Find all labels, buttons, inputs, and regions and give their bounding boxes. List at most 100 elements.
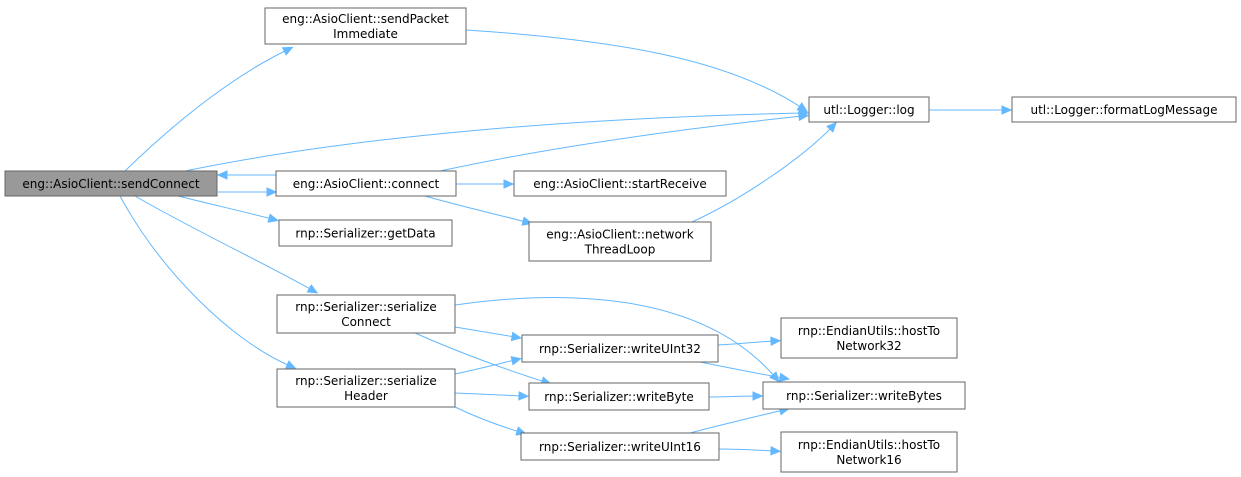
edge-line (718, 448, 775, 452)
call-graph-edges (119, 29, 1013, 456)
node-box (762, 381, 966, 410)
edge-send-packet-immediate-to-log (465, 29, 809, 112)
node-get-data[interactable]: rnp::Serializer::getData (278, 219, 453, 247)
node-label: Connect (341, 315, 391, 329)
edge-line (689, 409, 784, 434)
edge-line (124, 49, 288, 172)
edge-write-uint32-to-host-to-network32 (717, 336, 782, 346)
edge-line (177, 195, 273, 220)
arrowhead-icon (826, 121, 838, 133)
edge-line (691, 126, 833, 223)
node-label: Immediate (333, 27, 398, 41)
edge-serialize-connect-to-write-uint32 (454, 326, 523, 342)
node-box (521, 334, 719, 363)
edge-write-uint16-to-write-bytes (689, 406, 790, 434)
edge-line (454, 326, 516, 338)
edge-log-to-format-log-message (929, 105, 1013, 115)
node-label: rnp::Serializer::writeUInt16 (539, 440, 701, 454)
node-label: rnp::Serializer::serialize (295, 374, 436, 388)
edge-line (424, 195, 527, 223)
node-label: Network32 (836, 339, 901, 353)
edge-send-connect-to-send-packet-immediate (124, 46, 294, 172)
node-label: Header (344, 389, 388, 403)
node-box (528, 221, 712, 262)
arrowhead-icon (306, 284, 319, 294)
arrowhead-icon (267, 213, 279, 223)
edge-serialize-header-to-write-uint16 (454, 406, 527, 436)
node-box (1011, 96, 1237, 123)
edge-line (699, 361, 784, 379)
node-box (278, 219, 453, 247)
arrowhead-icon (216, 170, 228, 180)
node-label: eng::AsioClient::sendPacket (282, 12, 449, 26)
node-log[interactable]: utl::Logger::log (808, 96, 930, 123)
node-label: ThreadLoop (584, 243, 656, 257)
node-label: rnp::Serializer::writeBytes (786, 389, 942, 403)
edge-line (717, 340, 775, 346)
edge-network-thread-loop-to-log (691, 121, 838, 223)
node-box (276, 294, 456, 334)
node-label: utl::Logger::log (823, 103, 914, 117)
arrowhead-icon (510, 331, 523, 342)
edge-send-connect-to-serialize-header (119, 195, 297, 370)
edge-line (454, 406, 521, 433)
arrowhead-icon (266, 187, 278, 197)
arrowhead-icon (770, 336, 782, 346)
edge-line (414, 332, 546, 383)
node-box (780, 431, 958, 473)
arrowhead-icon (518, 391, 530, 401)
node-label: rnp::Serializer::serialize (295, 300, 436, 314)
node-label: eng::AsioClient::network (546, 228, 693, 242)
edge-line (465, 29, 803, 109)
edge-connect-to-log (439, 111, 810, 172)
node-label: rnp::Serializer::writeByte (544, 390, 693, 404)
node-box (513, 170, 727, 197)
node-box (808, 96, 930, 123)
node-write-bytes[interactable]: rnp::Serializer::writeBytes (762, 381, 966, 410)
arrowhead-icon (770, 446, 782, 456)
edge-line (454, 359, 516, 375)
node-write-byte[interactable]: rnp::Serializer::writeByte (528, 382, 710, 411)
node-label: Network16 (836, 453, 901, 467)
edge-serialize-header-to-write-byte (454, 391, 530, 401)
edge-send-connect-to-connect (218, 187, 278, 197)
node-label: rnp::EndianUtils::hostTo (798, 438, 940, 452)
node-box (780, 317, 958, 359)
edge-line (119, 195, 291, 367)
node-label: rnp::Serializer::getData (295, 227, 435, 241)
node-send-connect[interactable]: eng::AsioClient::sendConnect (4, 170, 218, 197)
node-label: eng::AsioClient::connect (293, 177, 440, 191)
node-label: rnp::EndianUtils::hostTo (798, 324, 940, 338)
node-label: eng::AsioClient::startReceive (533, 177, 707, 191)
arrowhead-icon (798, 111, 810, 122)
edge-send-connect-to-log (184, 108, 810, 172)
edge-send-connect-to-serialize-connect (134, 195, 319, 294)
arrowhead-icon (1001, 105, 1013, 115)
arrowhead-icon (503, 179, 515, 189)
arrowhead-icon (281, 46, 294, 56)
arrowhead-icon (778, 372, 791, 383)
node-connect[interactable]: eng::AsioClient::connect (275, 170, 457, 197)
node-box (275, 170, 457, 197)
edge-line (708, 395, 757, 398)
edge-write-uint32-to-write-bytes (699, 361, 791, 383)
call-graph-nodes: eng::AsioClient::sendConnecteng::AsioCli… (4, 7, 1237, 473)
node-write-uint32[interactable]: rnp::Serializer::writeUInt32 (521, 334, 719, 363)
edge-connect-to-send-connect (216, 170, 276, 180)
edge-line (454, 392, 523, 397)
node-start-receive[interactable]: eng::AsioClient::startReceive (513, 170, 727, 197)
node-write-uint16[interactable]: rnp::Serializer::writeUInt16 (520, 432, 720, 461)
node-format-log-message[interactable]: utl::Logger::formatLogMessage (1011, 96, 1237, 123)
edge-send-connect-to-get-data (177, 195, 279, 223)
edge-write-byte-to-write-bytes (708, 391, 764, 401)
arrowhead-icon (284, 360, 297, 370)
node-label: utl::Logger::formatLogMessage (1030, 103, 1217, 117)
arrowhead-icon (752, 391, 764, 401)
